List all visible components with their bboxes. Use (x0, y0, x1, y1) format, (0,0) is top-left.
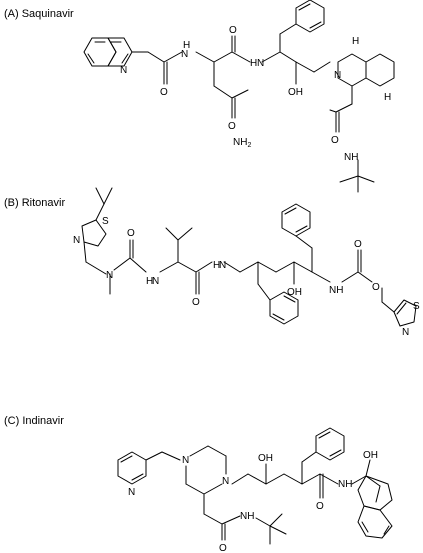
atom-nh-2: H (250, 58, 257, 69)
piperazine-ring (185, 445, 241, 541)
atom-nh-1: H (146, 276, 153, 287)
panel-saquinavir: (A) Saquinavir N (4, 0, 395, 193)
benzene-ring-a (295, 0, 325, 33)
atom-nh-2: NH (338, 479, 352, 490)
pyridine-ring (117, 451, 181, 485)
atom-s-2: S (413, 301, 420, 312)
atom-n-3: N (334, 70, 341, 81)
bonds-central-a (261, 23, 331, 85)
atom-nh-2: H (213, 260, 220, 271)
indane-ring (351, 459, 393, 539)
atom-h-2: H (384, 92, 391, 103)
panel-indinavir: (C) Indinavir N N N O NH (4, 415, 393, 553)
atom-quinoline-n: N (120, 65, 127, 76)
atom-oh-1: OH (258, 453, 273, 464)
panel-label-b: (B) Ritonavir (4, 197, 65, 209)
panel-label-a: (A) Saquinavir (4, 8, 74, 20)
atom-o-1: O (127, 228, 135, 239)
atom-o-c1: O (219, 543, 227, 553)
panel-ritonavir: (B) Ritonavir S N N (4, 187, 420, 338)
atom-nh-1: H (183, 40, 190, 51)
atom-oh: OH (287, 287, 302, 298)
atom-nh2: NH2 (233, 137, 251, 149)
bonds-amide-1 (147, 35, 251, 119)
atom-o-4: O (331, 135, 339, 146)
quinoline-ring (83, 37, 149, 67)
atom-pyridine-n: N (128, 487, 135, 498)
atom-n-pip1: N (182, 455, 189, 466)
atom-h-1: H (352, 36, 359, 47)
tert-butyl-c (255, 513, 287, 545)
atom-n-2: N (257, 58, 264, 69)
atom-n-3: N (152, 276, 159, 287)
atom-n-1: N (181, 49, 188, 60)
atom-o-2: O (229, 25, 237, 36)
decahydroisoquinoline (329, 53, 395, 133)
thiazole-ring-1 (81, 187, 113, 275)
atom-o-1: O (160, 87, 168, 98)
atom-o-2: O (316, 501, 324, 512)
atom-nh-3: NH (329, 285, 343, 296)
atom-oh-2: OH (363, 450, 378, 461)
atom-n-thz2: N (402, 327, 409, 338)
atom-oh: OH (288, 87, 303, 98)
atom-o-3: O (354, 239, 362, 250)
bonds-central-b (223, 235, 395, 313)
bonds-central-c (231, 451, 339, 499)
tert-butyl-a (339, 159, 375, 193)
atom-o-amide: O (228, 121, 236, 132)
benzene-ring-b-lower (269, 291, 299, 325)
atom-n-thz1: N (73, 235, 80, 246)
bonds-urea (109, 227, 213, 295)
benzene-ring-b-upper (281, 203, 311, 237)
atom-nh-3: NH (344, 152, 358, 163)
atom-o-4: O (372, 282, 380, 293)
atom-nh-c1: NH (240, 511, 254, 522)
atom-s-1: S (102, 216, 109, 227)
thiazole-ring-2 (393, 299, 417, 327)
atom-n-4: N (219, 260, 226, 271)
atom-o-2: O (192, 297, 200, 308)
atom-n-pip2: N (222, 476, 229, 487)
benzene-ring-c (315, 427, 345, 461)
atom-n-2: N (106, 270, 113, 281)
panel-label-c: (C) Indinavir (4, 415, 64, 427)
